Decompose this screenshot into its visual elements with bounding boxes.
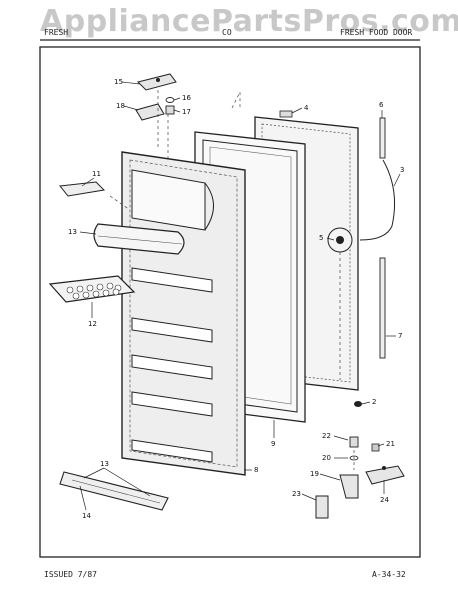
bushing-part <box>165 105 175 115</box>
callout-8: 8 <box>254 466 258 474</box>
callout-11: 11 <box>92 170 101 178</box>
shelf-3 <box>131 354 213 380</box>
callout-5: 5 <box>319 234 323 242</box>
callout-23: 23 <box>292 490 301 498</box>
dairy-door-cover <box>93 223 185 255</box>
egg-bracket-part <box>59 181 106 197</box>
callout-22: 22 <box>322 432 331 440</box>
header-left-label: FRESH <box>44 28 69 37</box>
callout-leaders <box>79 81 401 511</box>
shelf-2 <box>131 317 213 343</box>
plug-part <box>279 110 293 118</box>
liner-dashed-edge <box>129 159 238 468</box>
callout-19: 19 <box>310 470 319 478</box>
egg-tray-cups <box>66 282 122 300</box>
callout-17: 17 <box>182 108 191 116</box>
screw-part <box>354 401 362 407</box>
bottom-hinge-part <box>339 474 359 499</box>
callout-3: 3 <box>400 166 404 174</box>
callout-16: 16 <box>182 94 191 102</box>
callout-13-top: 13 <box>68 228 77 236</box>
callout-24: 24 <box>380 496 389 504</box>
diagram-frame <box>39 46 421 558</box>
shelf-4 <box>131 391 213 417</box>
footer-page-code: A-34-32 <box>372 570 406 579</box>
callout-7: 7 <box>398 332 402 340</box>
callout-2: 2 <box>372 398 376 406</box>
callout-4: 4 <box>304 104 309 112</box>
callout-21: 21 <box>386 440 395 448</box>
watermark-logo: AppliancePartsPros.com <box>40 4 458 39</box>
liner-shelves <box>131 267 213 463</box>
bushing-22-part <box>349 436 359 448</box>
handle-lower-part <box>379 257 386 359</box>
header-right-label: FRESH FOOD DOOR <box>340 28 413 37</box>
callout-14: 14 <box>82 512 91 520</box>
hinge-plate-part <box>135 103 165 121</box>
stop-center <box>336 236 344 244</box>
callout-9: 9 <box>271 440 275 448</box>
footer-issued-label: ISSUED 7/87 <box>44 570 97 579</box>
dairy-door-crease <box>97 235 183 245</box>
handle-upper-part <box>379 117 386 159</box>
callout-20: 20 <box>322 454 331 462</box>
outer-door-screw-line <box>261 123 351 383</box>
callout-15: 15 <box>114 78 123 86</box>
bottom-hinge-plate-part <box>365 465 405 485</box>
shelf-5 <box>131 439 213 463</box>
assembly-guide-lines <box>109 90 355 470</box>
dairy-compartment-curve <box>204 182 214 231</box>
bracket-23-part <box>315 495 329 519</box>
callout-13-bottom: 13 <box>100 460 109 468</box>
wire-part <box>359 159 396 241</box>
hinge-pin <box>156 78 160 82</box>
header-center-label: CO <box>222 28 232 37</box>
hinge-part <box>137 73 177 91</box>
callout-numbers: 15 16 18 17 4 6 3 11 13 5 12 7 2 9 22 21… <box>68 78 404 520</box>
callout-18: 18 <box>116 102 125 110</box>
callout-6: 6 <box>379 101 384 109</box>
callout-12: 12 <box>88 320 97 328</box>
shelf-1 <box>131 267 213 293</box>
nut-21-part <box>371 443 380 452</box>
washer-part <box>165 97 175 103</box>
